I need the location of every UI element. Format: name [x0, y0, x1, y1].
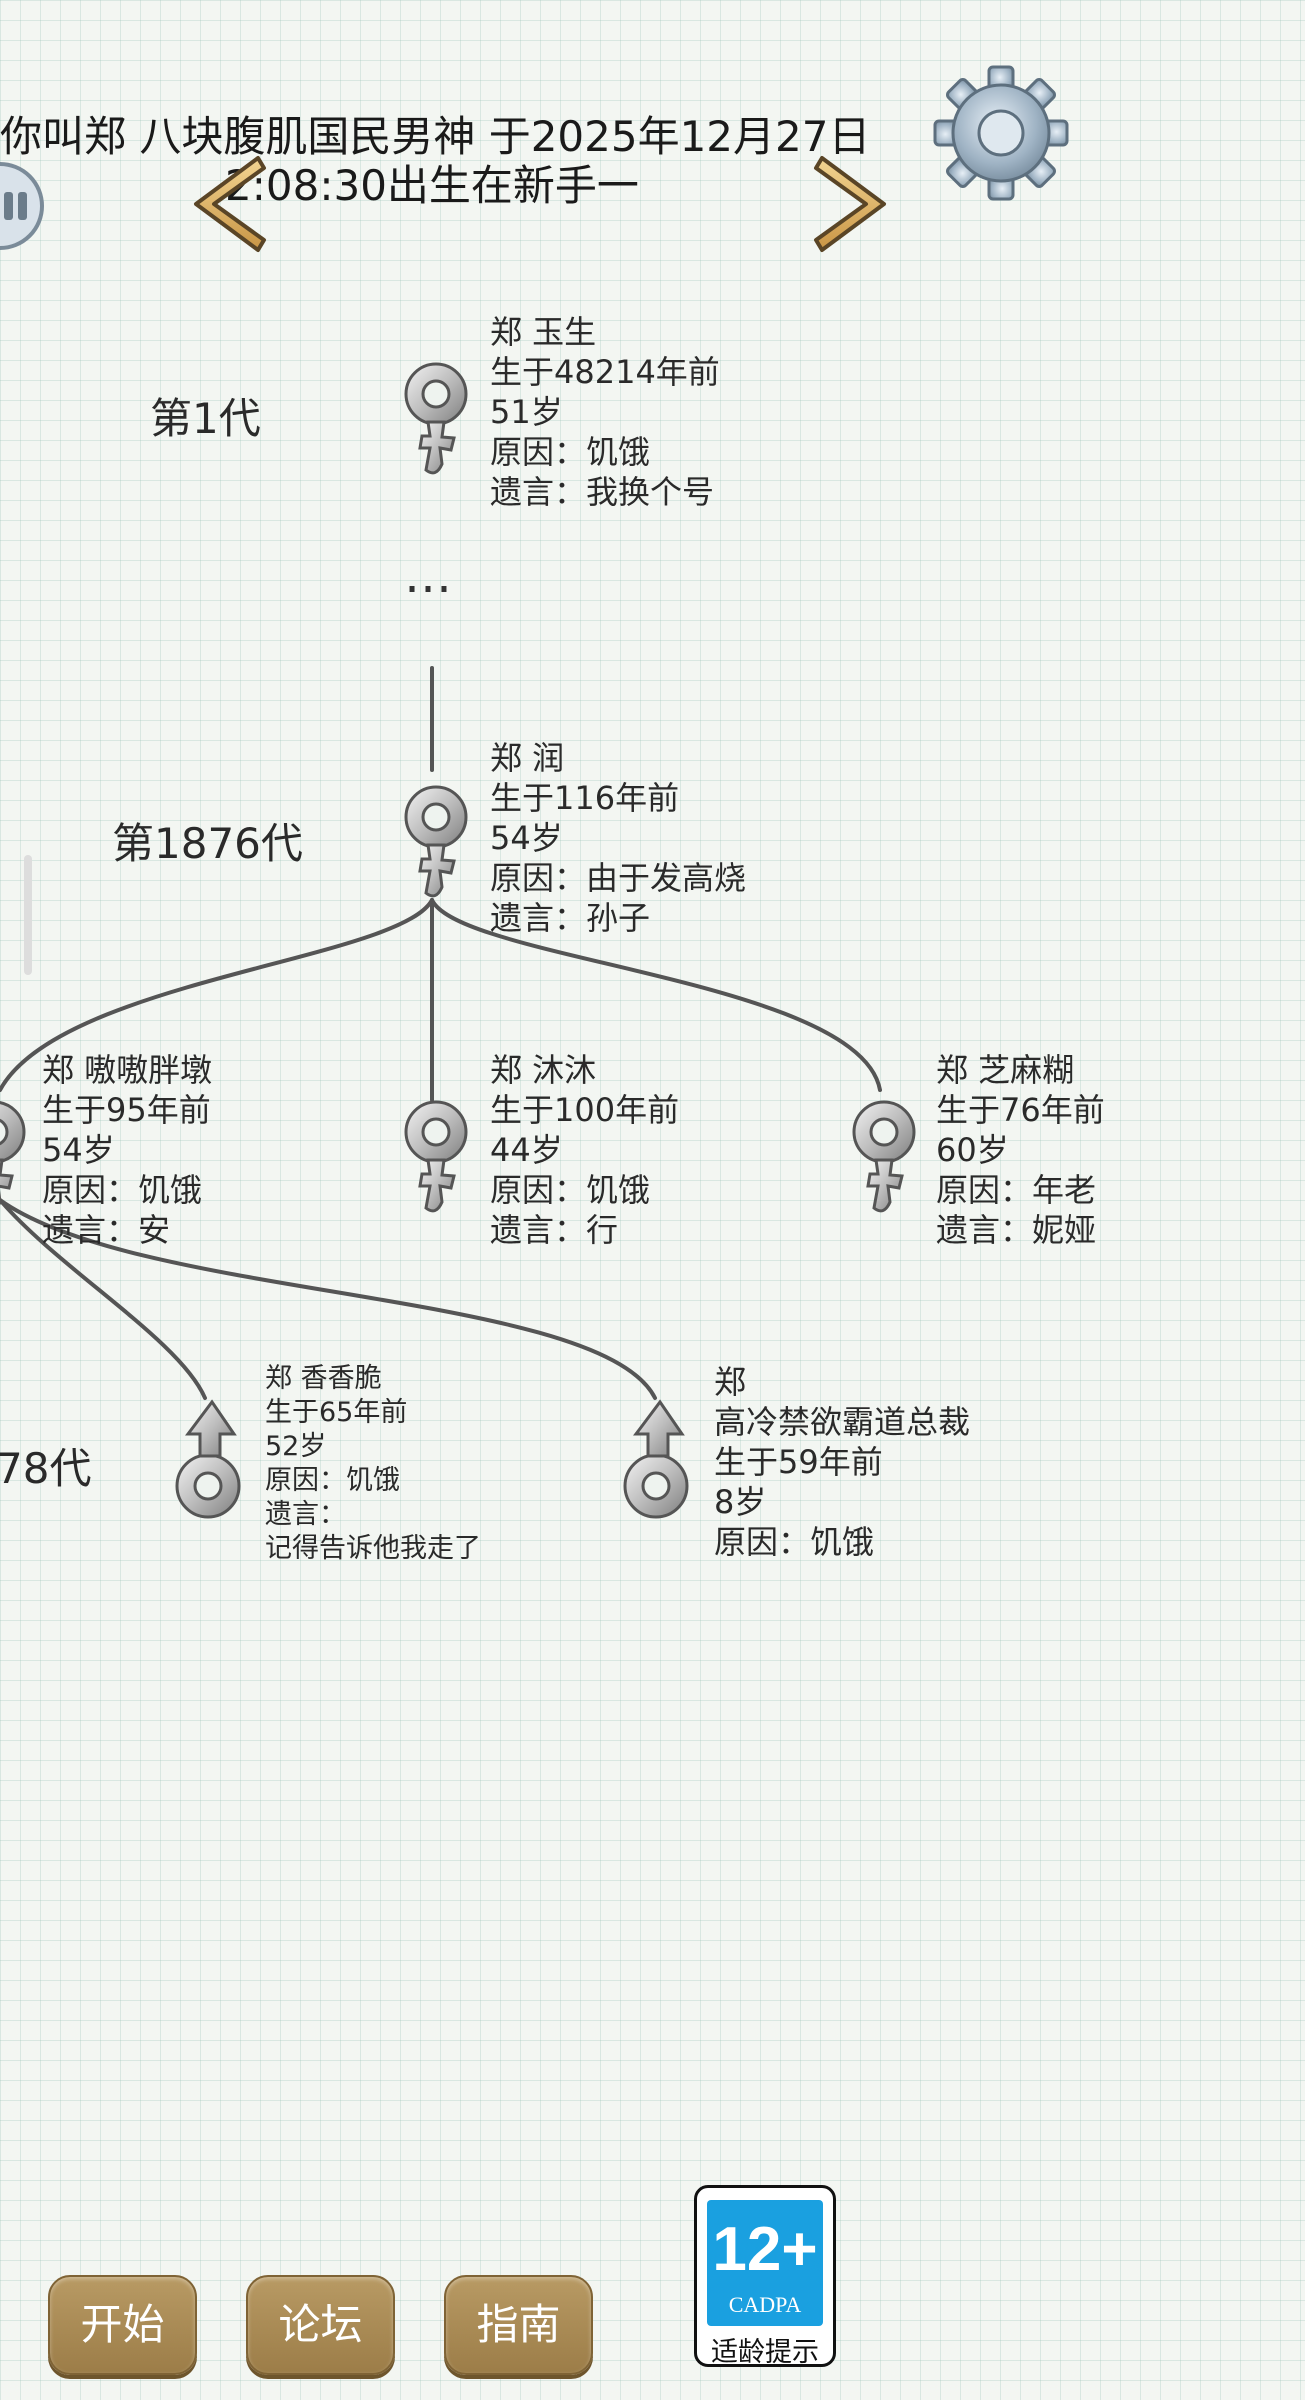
generation-label-1878: 78代: [0, 1444, 92, 1493]
start-button[interactable]: 开始: [48, 2275, 197, 2375]
person-birth: 生于48214年前: [490, 353, 720, 391]
person-cause: 原因：饥饿: [714, 1523, 875, 1561]
person-dundun-info: 郑 嗷嗷胖墩 生于95年前 54岁 原因：饥饿 遗言：安: [42, 1050, 212, 1250]
chevron-right-icon: [814, 156, 886, 252]
person-name: 郑 沐沐: [490, 1051, 597, 1089]
person-birth: 生于65年前: [265, 1397, 408, 1428]
person-dundun-symbol[interactable]: [0, 1090, 38, 1226]
female-symbol-icon: [404, 362, 468, 475]
person-age: 8岁: [714, 1483, 767, 1521]
person-title: 高冷禁欲霸道总裁: [714, 1403, 971, 1441]
birth-info-line1: 你叫郑 八块腹肌国民男神 于2025年12月27日: [0, 112, 871, 161]
next-arrow-button[interactable]: [812, 150, 902, 260]
person-name: 郑 玉生: [490, 313, 597, 351]
person-age: 54岁: [490, 819, 563, 857]
family-tree-lines: [0, 666, 882, 1400]
person-age: 44岁: [490, 1131, 563, 1169]
female-symbol-icon: [404, 785, 468, 898]
person-cause: 原因：饥饿: [265, 1465, 400, 1496]
ellipsis: …: [404, 548, 452, 604]
person-last-words: 遗言：: [265, 1499, 346, 1530]
person-last-words: 遗言：孙子: [490, 899, 651, 937]
age-rating-badge[interactable]: 12+ CADPA 适龄提示: [694, 2185, 836, 2368]
person-xiangxiang-symbol[interactable]: [172, 1400, 252, 1528]
person-cause: 原因：饥饿: [490, 433, 651, 471]
back-button[interactable]: [0, 160, 46, 252]
person-cause: 原因：年老: [936, 1171, 1097, 1209]
person-mumu-symbol[interactable]: [396, 1090, 480, 1226]
person-birth: 生于116年前: [490, 779, 680, 817]
settings-button[interactable]: [930, 62, 1072, 204]
age-rating-panel: 12+ CADPA: [707, 2200, 823, 2326]
person-last-words: 遗言：安: [42, 1211, 171, 1249]
female-symbol-icon: [404, 1100, 468, 1213]
person-last-words: 遗言：我换个号: [490, 473, 715, 511]
age-rating-number: 12+: [712, 2215, 818, 2284]
person-birth: 生于59年前: [714, 1443, 883, 1481]
generation-label-1: 第1代: [150, 394, 261, 443]
chevron-left-icon: [194, 156, 266, 252]
scroll-indicator: [24, 855, 32, 975]
prev-arrow-button[interactable]: [178, 150, 268, 260]
round-back-icon: [0, 162, 44, 250]
generation-label-1876: 第1876代: [112, 819, 303, 868]
person-name: 郑 香香脆: [265, 1363, 382, 1394]
person-yusheng-symbol[interactable]: [396, 352, 480, 488]
gear-icon: [933, 65, 1069, 201]
person-last-words: 遗言：行: [490, 1211, 619, 1249]
person-age: 51岁: [490, 393, 563, 431]
person-zhima-symbol[interactable]: [844, 1090, 928, 1226]
person-name: 郑: [714, 1363, 747, 1401]
forum-button[interactable]: 论坛: [246, 2275, 395, 2375]
person-birth: 生于95年前: [42, 1091, 211, 1129]
female-symbol-icon: [0, 1100, 26, 1213]
birth-info-line2: 2:08:30出生在新手一: [225, 161, 639, 210]
person-zongcai-info: 郑 高冷禁欲霸道总裁 生于59年前 8岁 原因：饥饿: [714, 1362, 970, 1562]
person-cause: 原因：饥饿: [42, 1171, 203, 1209]
person-mumu-info: 郑 沐沐 生于100年前 44岁 原因：饥饿 遗言：行: [490, 1050, 679, 1250]
person-name: 郑 润: [490, 739, 565, 777]
person-name: 郑 嗷嗷胖墩: [42, 1051, 213, 1089]
person-cause: 原因：由于发高烧: [490, 859, 747, 897]
person-cause: 原因：饥饿: [490, 1171, 651, 1209]
person-age: 60岁: [936, 1131, 1009, 1169]
person-run-symbol[interactable]: [396, 775, 480, 911]
person-zhima-info: 郑 芝麻糊 生于76年前 60岁 原因：年老 遗言：妮娅: [936, 1050, 1105, 1250]
age-rating-tip: 适龄提示: [711, 2337, 819, 2368]
person-xiangxiang-info: 郑 香香脆 生于65年前 52岁 原因：饥饿 遗言： 记得告诉他我走了: [265, 1362, 481, 1566]
person-name: 郑 芝麻糊: [936, 1051, 1075, 1089]
guide-button[interactable]: 指南: [444, 2275, 593, 2375]
person-last-words-text: 记得告诉他我走了: [265, 1533, 481, 1564]
male-symbol-icon: [623, 1400, 689, 1519]
person-yusheng-info: 郑 玉生 生于48214年前 51岁 原因：饥饿 遗言：我换个号: [490, 312, 720, 512]
male-symbol-icon: [175, 1400, 241, 1519]
person-age: 52岁: [265, 1431, 327, 1462]
person-birth: 生于76年前: [936, 1091, 1105, 1129]
person-last-words: 遗言：妮娅: [936, 1211, 1097, 1249]
person-age: 54岁: [42, 1131, 115, 1169]
female-symbol-icon: [852, 1100, 916, 1213]
age-rating-org: CADPA: [728, 2292, 802, 2317]
person-run-info: 郑 润 生于116年前 54岁 原因：由于发高烧 遗言：孙子: [490, 738, 746, 938]
person-birth: 生于100年前: [490, 1091, 680, 1129]
person-zongcai-symbol[interactable]: [620, 1400, 700, 1528]
